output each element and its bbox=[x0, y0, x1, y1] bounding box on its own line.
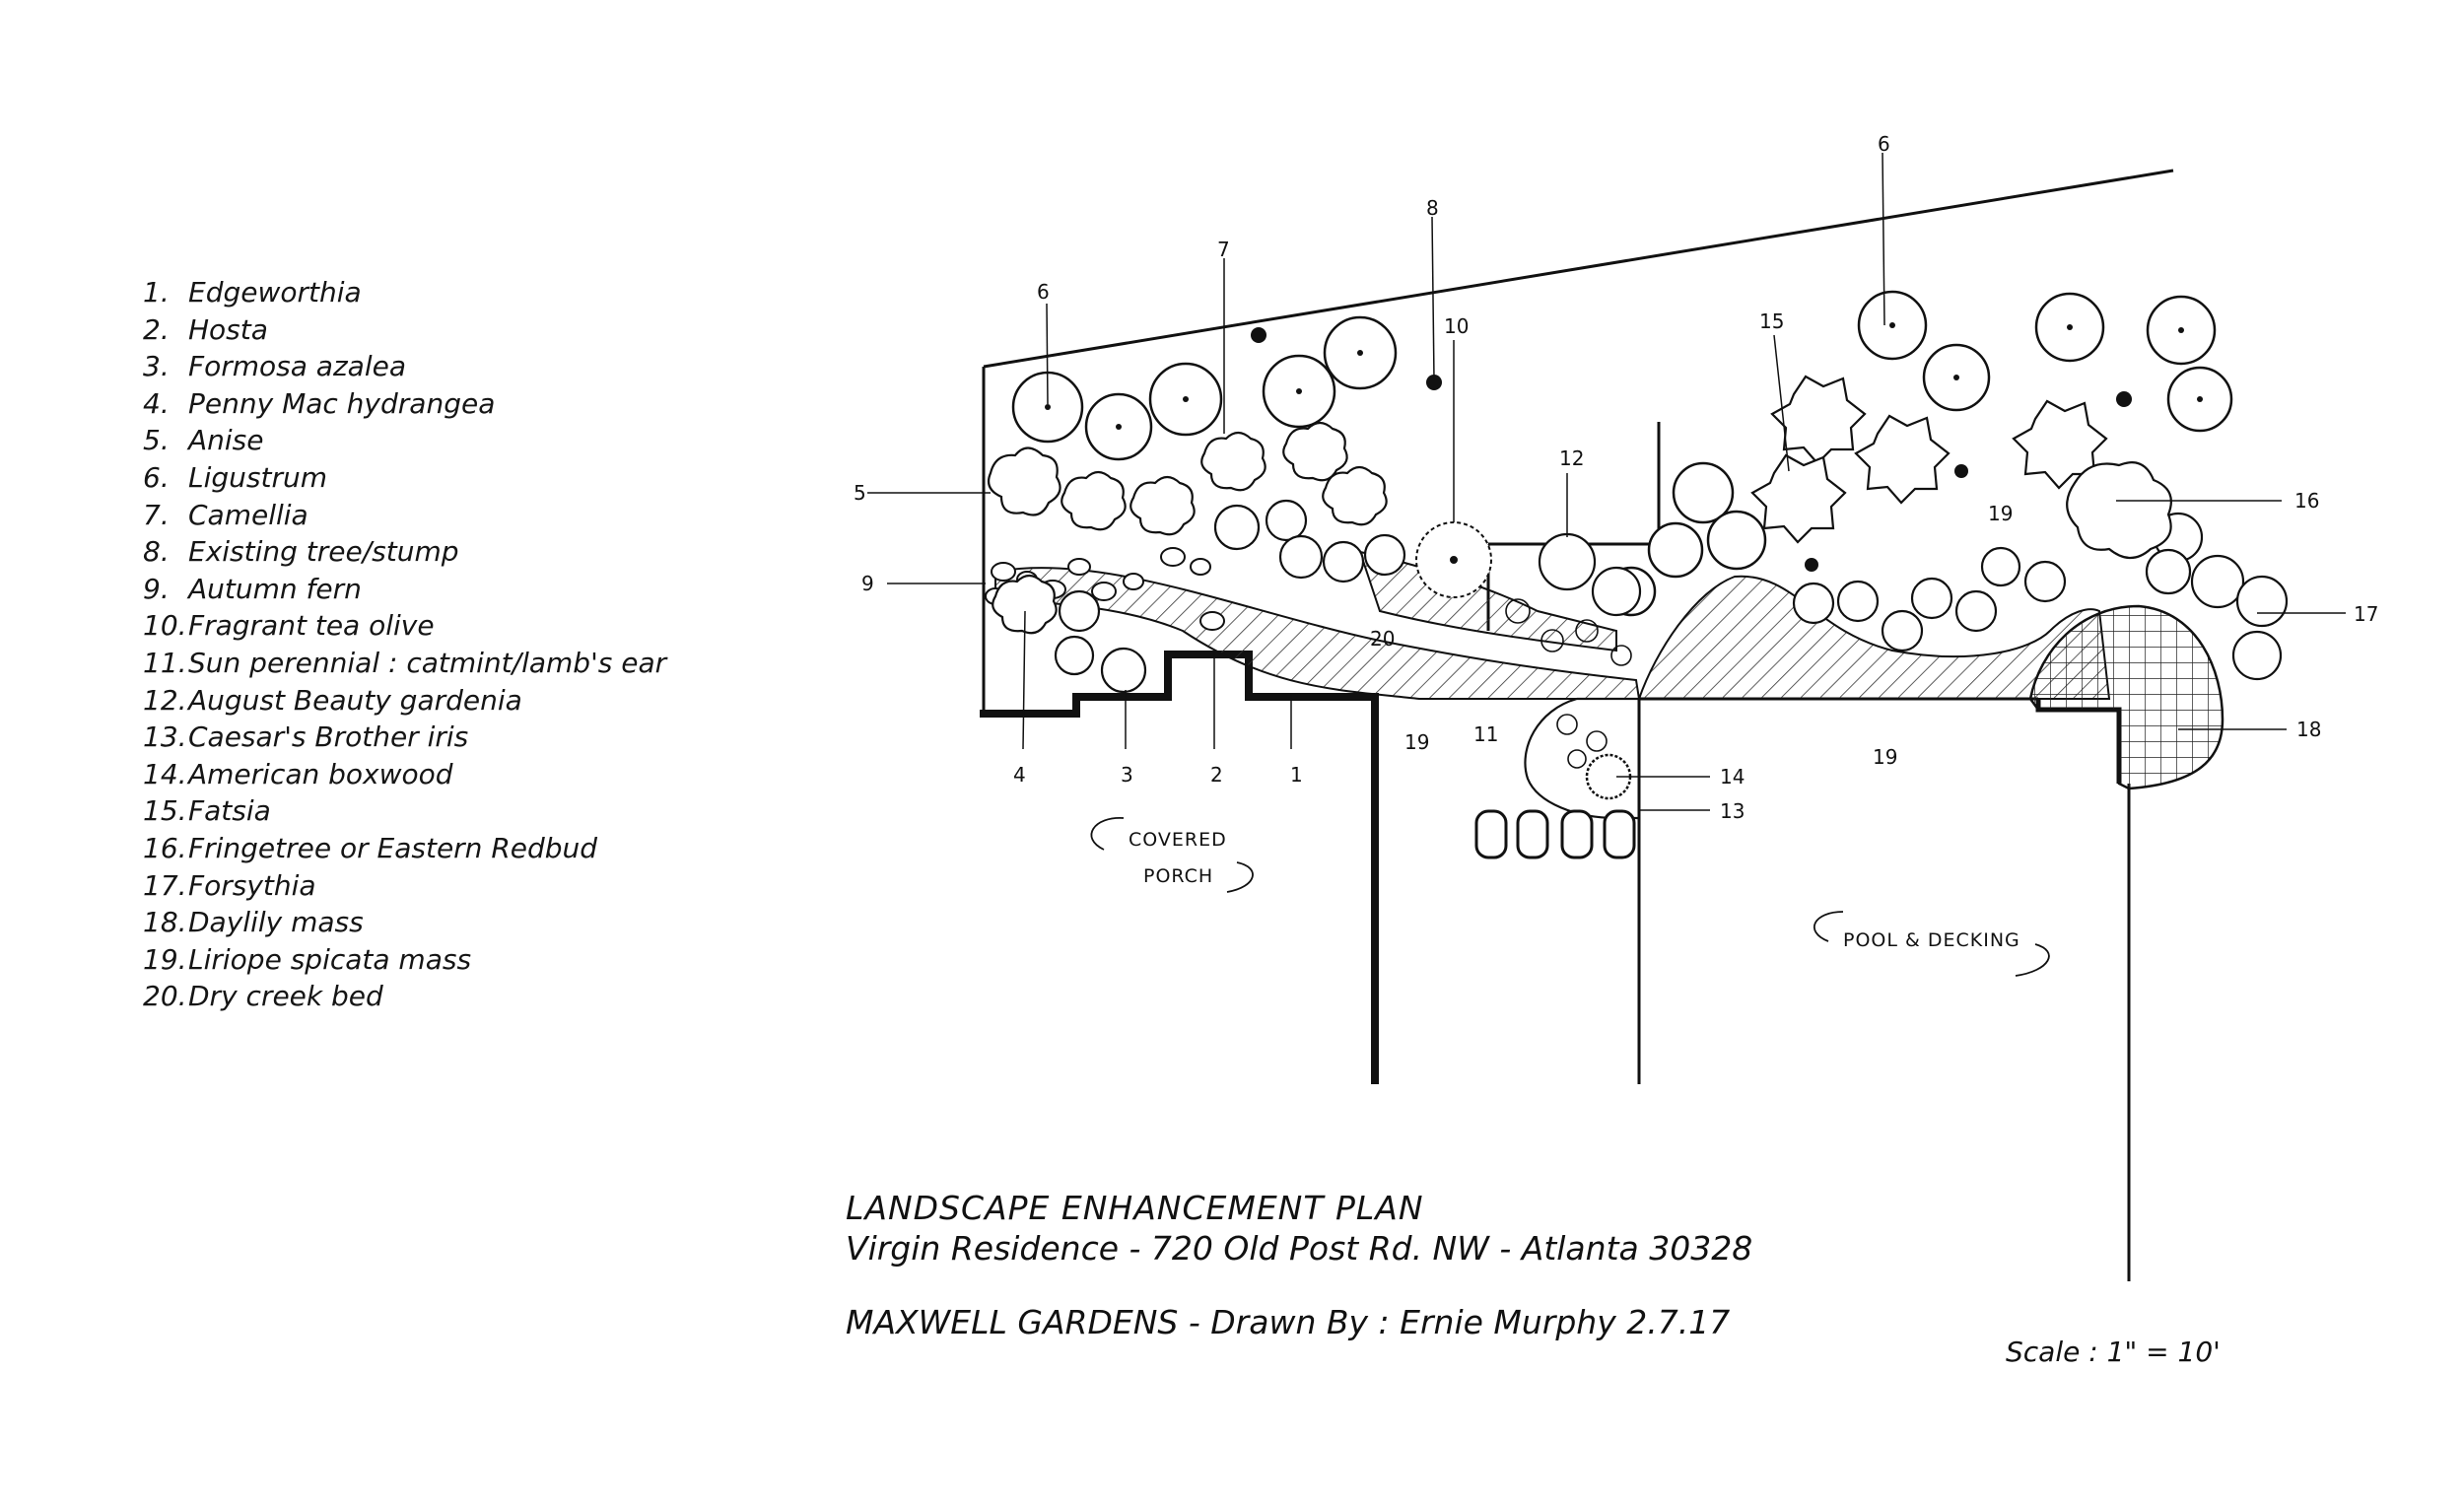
callout-15: 15 bbox=[1759, 309, 1784, 333]
callout-13: 13 bbox=[1720, 799, 1745, 823]
legend-item: 6.Ligustrum bbox=[143, 460, 327, 494]
callout-12: 12 bbox=[1559, 446, 1584, 470]
callout-14: 14 bbox=[1720, 765, 1745, 789]
plan-address: Virgin Residence - 720 Old Post Rd. NW -… bbox=[846, 1229, 1753, 1268]
daylily-mass bbox=[2028, 604, 2224, 790]
legend-item: 14.American boxwood bbox=[143, 757, 453, 790]
legend-item: 7.Camellia bbox=[143, 498, 308, 531]
callout-20: 20 bbox=[1370, 627, 1395, 651]
callout-labels: 1 2 3 4 5 6 6 7 8 9 10 11 12 13 14 15 16… bbox=[854, 132, 2378, 823]
legend-item: 20.Dry creek bed bbox=[143, 980, 383, 1013]
callout-11: 11 bbox=[1473, 722, 1498, 746]
legend-item: 11.Sun perennial : catmint/lamb's ear bbox=[143, 646, 667, 679]
legend-item: 15.Fatsia bbox=[143, 794, 271, 828]
tea-olive bbox=[1415, 521, 1492, 598]
legend-item: 3.Formosa azalea bbox=[143, 350, 406, 383]
callout-6-right: 6 bbox=[1878, 132, 1890, 156]
legend-item: 10.Fragrant tea olive bbox=[143, 609, 435, 643]
legend-item: 2.Hosta bbox=[143, 312, 268, 346]
legend-item: 18.Daylily mass bbox=[143, 906, 364, 939]
callout-1: 1 bbox=[1290, 763, 1303, 787]
legend-item: 8.Existing tree/stump bbox=[143, 535, 459, 569]
existing-tree-dots bbox=[1251, 327, 2132, 572]
legend-item: 5.Anise bbox=[143, 424, 264, 457]
title-block: LANDSCAPE ENHANCEMENT PLAN Virgin Reside… bbox=[846, 1189, 1752, 1341]
legend-item: 17.Forsythia bbox=[143, 868, 316, 902]
callout-19-pool: 19 bbox=[1873, 745, 1897, 769]
pool-label: POOL & DECKING bbox=[1843, 929, 2020, 951]
callout-7: 7 bbox=[1217, 238, 1230, 261]
cloud-shrubs bbox=[987, 375, 2172, 635]
callout-2: 2 bbox=[1210, 763, 1223, 787]
plan-title: LANDSCAPE ENHANCEMENT PLAN bbox=[846, 1189, 1424, 1227]
callout-18: 18 bbox=[2296, 718, 2321, 741]
area-arrows bbox=[1090, 817, 2050, 977]
dry-creek-bed bbox=[994, 567, 1641, 700]
legend-item: 4.Penny Mac hydrangea bbox=[143, 386, 496, 420]
liriope-rosettes bbox=[1505, 598, 1632, 769]
plant-legend: 1.Edgeworthia 2.Hosta 3.Formosa azalea 4… bbox=[143, 274, 666, 1015]
legend-item: 19.Liriope spicata mass bbox=[143, 942, 472, 976]
leader-lines bbox=[867, 152, 2346, 811]
callout-9: 9 bbox=[861, 572, 874, 595]
plan-scale: Scale : 1" = 10' bbox=[2006, 1336, 2221, 1368]
stepping-stones bbox=[1474, 809, 1636, 859]
legend-item: 1.Edgeworthia bbox=[143, 276, 362, 309]
porch-label-line2: PORCH bbox=[1143, 865, 1213, 887]
callout-5: 5 bbox=[854, 481, 866, 505]
tree-centers bbox=[1045, 322, 2203, 430]
liriope-mass bbox=[1637, 575, 2111, 700]
callout-6-left: 6 bbox=[1037, 280, 1050, 304]
legend-item: 13.Caesar's Brother iris bbox=[143, 720, 469, 754]
callout-19-creek: 19 bbox=[1404, 730, 1429, 754]
callout-19-top: 19 bbox=[1988, 502, 2013, 525]
area-notes: COVERED PORCH POOL & DECKING bbox=[1129, 829, 2020, 951]
callout-8: 8 bbox=[1426, 196, 1439, 220]
callout-16: 16 bbox=[2294, 489, 2319, 513]
callout-3: 3 bbox=[1121, 763, 1133, 787]
legend-item: 16.Fringetree or Eastern Redbud bbox=[143, 831, 598, 864]
callout-17: 17 bbox=[2354, 602, 2378, 626]
callout-10: 10 bbox=[1444, 314, 1469, 338]
house-walls bbox=[980, 651, 2131, 1281]
porch-label-line1: COVERED bbox=[1129, 829, 1227, 851]
callout-4: 4 bbox=[1013, 763, 1026, 787]
legend-item: 12.August Beauty gardenia bbox=[143, 683, 522, 717]
legend-item: 9.Autumn fern bbox=[143, 572, 362, 605]
plan-credit: MAXWELL GARDENS - Drawn By : Ernie Murph… bbox=[846, 1303, 1731, 1341]
